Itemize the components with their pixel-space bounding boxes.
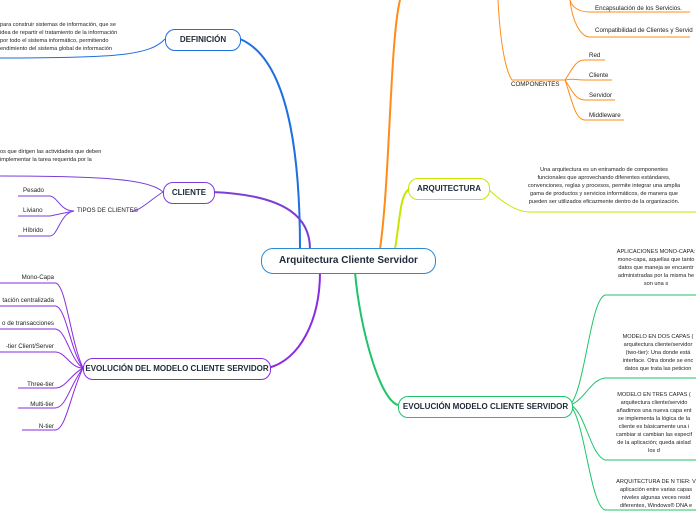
- tres-capas-line: añadimos una nueva capa ent: [616, 408, 692, 414]
- evo-item-multi-tier[interactable]: Multi-tier: [30, 401, 54, 408]
- evo-item-three-tier[interactable]: Three-tier: [27, 381, 54, 388]
- dos-capas-line: arquitectura cliente/servidor: [623, 342, 693, 348]
- tres-capas-line: arquitectura cliente/servido: [620, 400, 688, 406]
- mono-capa-line: administradas por la misma he: [617, 273, 695, 279]
- componente-cliente[interactable]: Cliente: [589, 72, 609, 79]
- dos-capas-line: datos que trata las peticion: [624, 366, 692, 372]
- dos-capas-line: (two-tier): Una donde está: [625, 350, 691, 356]
- evo-item-n-tier[interactable]: N-tier: [38, 423, 54, 430]
- tres-capas-line: cliente es básicamente una i: [618, 424, 690, 430]
- tres-capas-line: se implementa la lógica de la: [617, 416, 691, 422]
- mono-capa-line: datos que maneja se encuentr: [618, 265, 694, 271]
- definicion-text: para construir sistemas de información, …: [0, 21, 117, 53]
- n-tier-line: niveles algunas veces resid: [621, 495, 691, 501]
- definicion-line: idea de repartir el tratamiento de la in…: [0, 30, 118, 36]
- dos-capas-text: MODELO EN DOS CAPAS ( arquitectura clien…: [610, 333, 696, 373]
- evolucion-modelo-right-node[interactable]: EVOLUCIÓN MODELO CLIENTE SERVIDOR: [398, 396, 573, 418]
- cliente-node[interactable]: CLIENTE: [163, 182, 215, 204]
- central-topic[interactable]: Arquitectura Cliente Servidor: [261, 248, 436, 274]
- arquitectura-line: gama de productos y servicios informátic…: [530, 191, 678, 197]
- definicion-line: para construir sistemas de información, …: [0, 22, 116, 28]
- mono-capa-line: APLICACIONES MONO-CAPA:: [616, 249, 696, 255]
- arquitectura-node[interactable]: ARQUITECTURA: [408, 178, 490, 200]
- cliente-line: os que dirigen las actividades que deben: [0, 149, 102, 155]
- evo-item-mono-capa[interactable]: Mono-Capa: [21, 274, 54, 281]
- n-tier-text: ARQUITECTURA DE N TIER: V aplicación ent…: [606, 478, 696, 510]
- evo-item-transacciones[interactable]: o de transacciones: [2, 320, 54, 327]
- evo-item-client-server[interactable]: -tier Client/Server: [5, 343, 54, 350]
- tres-capas-text: MODELO EN TRES CAPAS ( arquitectura clie…: [604, 391, 696, 455]
- arquitectura-line: pueden ser utilizados eficazmente dentro…: [528, 199, 680, 205]
- tipo-hibrido[interactable]: Híbrido: [23, 227, 43, 234]
- definicion-node[interactable]: DEFINICIÓN: [165, 29, 241, 51]
- mono-capa-line: son una s: [643, 281, 669, 287]
- componente-servidor[interactable]: Servidor: [589, 92, 613, 99]
- n-tier-line: ARQUITECTURA DE N TIER: V: [616, 479, 696, 485]
- n-tier-line: aplicación entre varias capas: [619, 487, 693, 493]
- componentes-label[interactable]: COMPONENTES: [511, 81, 560, 88]
- tres-capas-line: MODELO EN TRES CAPAS (: [617, 392, 691, 398]
- componente-red[interactable]: Red: [589, 52, 601, 59]
- dos-capas-line: interface. Otra donde se enc: [622, 358, 694, 364]
- tipo-pesado[interactable]: Pesado: [23, 187, 44, 194]
- definicion-line: endimiento del sistema global de informa…: [0, 46, 112, 52]
- evo-item-centralizada[interactable]: tación centralizada: [2, 297, 54, 304]
- arquitectura-line: convenciones, reglas y procesos, permite…: [527, 183, 681, 189]
- arquitectura-line: funcionales que aprovechando diferentes …: [537, 175, 671, 181]
- cliente-line: implementar la tarea requerida por la: [0, 157, 92, 163]
- tipos-clientes-label[interactable]: TIPOS DE CLIENTES: [77, 207, 138, 214]
- n-tier-line: diferentes, Windows® DNA e: [619, 503, 693, 509]
- tipo-liviano[interactable]: Liviano: [23, 207, 43, 214]
- componente-middleware[interactable]: Middleware: [589, 112, 621, 119]
- dos-capas-line: MODELO EN DOS CAPAS (: [622, 334, 694, 340]
- evolucion-modelo-left-node[interactable]: EVOLUCIÓN DEL MODELO CLIENTE SERVIDOR: [83, 358, 271, 380]
- mono-capa-line: mono-capa, aquellas que tanto: [617, 257, 695, 263]
- tres-capas-line: cambiar si cambian las especif: [615, 432, 693, 438]
- tres-capas-line: de la aplicación; queda aislad: [617, 440, 691, 446]
- tres-capas-line: los d: [648, 448, 660, 454]
- arquitectura-text: Una arquitectura es un entramado de comp…: [512, 166, 696, 206]
- cliente-text: os que dirigen las actividades que deben…: [0, 148, 101, 164]
- encapsulacion-item[interactable]: Encapsulación de los Servicios.: [595, 5, 683, 12]
- mono-capa-text: APLICACIONES MONO-CAPA: mono-capa, aquel…: [606, 248, 696, 288]
- arquitectura-line: Una arquitectura es un entramado de comp…: [540, 167, 668, 173]
- definicion-line: por todo el sistema informático, permiti…: [0, 38, 109, 44]
- compatibilidad-item[interactable]: Compatibilidad de Clientes y Servid: [595, 27, 693, 34]
